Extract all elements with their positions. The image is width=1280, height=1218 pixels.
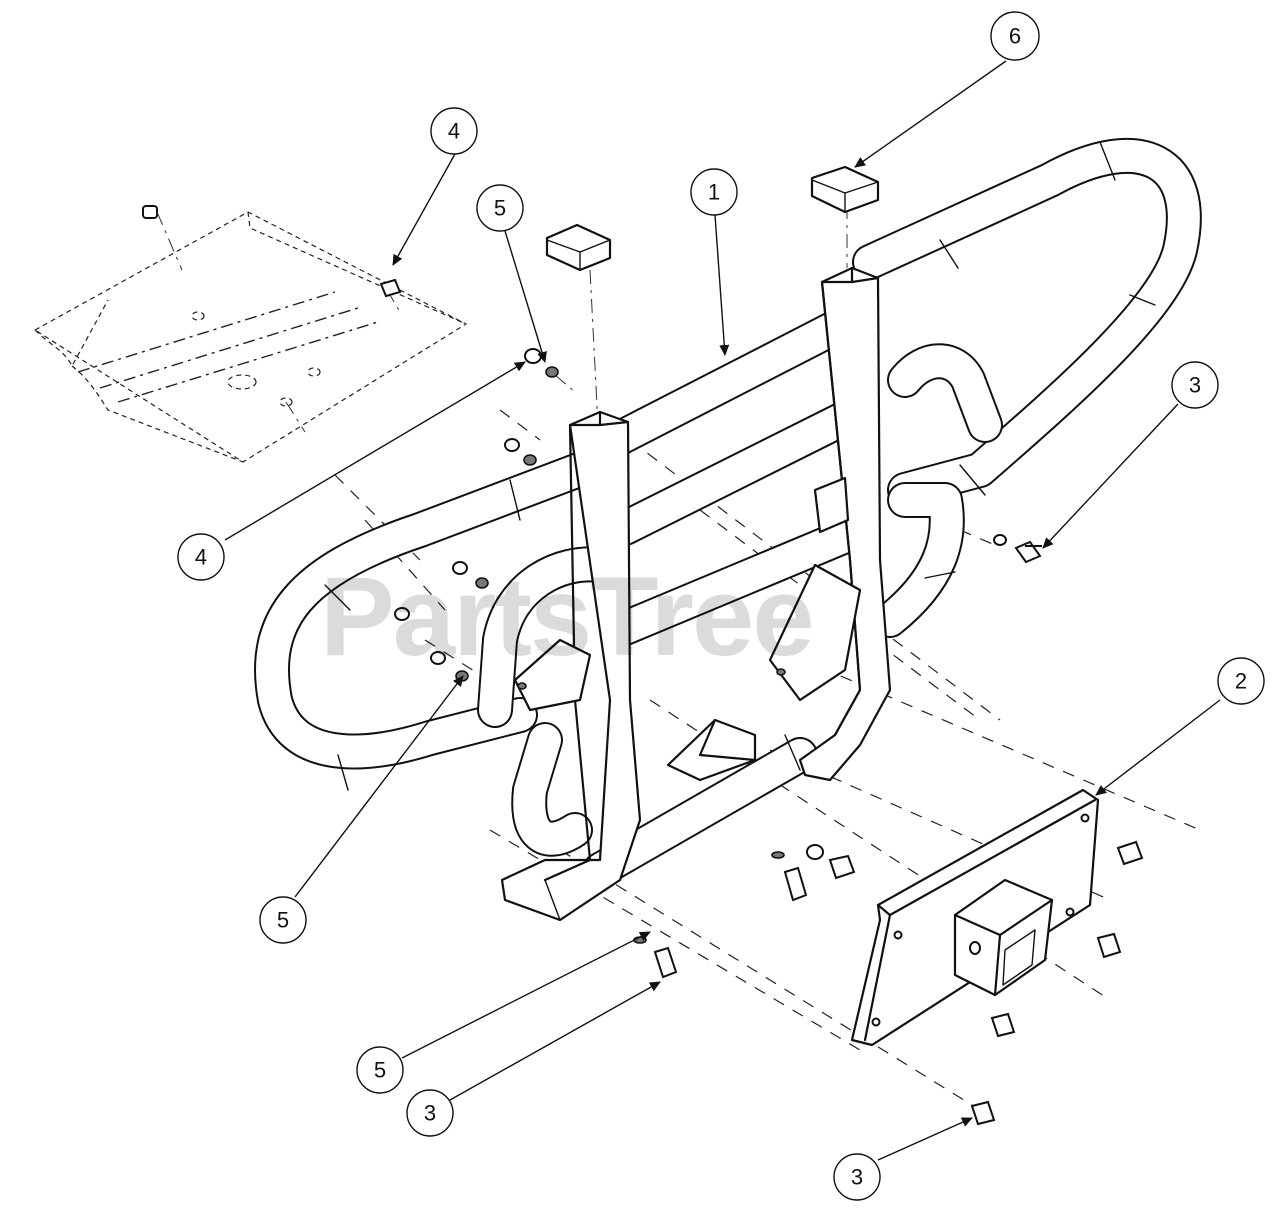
watermark: PartsTree	[320, 554, 813, 679]
callout-balloon: 6	[990, 11, 1040, 61]
callout-label: 1	[708, 180, 720, 205]
callout-balloon: 3	[1171, 361, 1219, 409]
callout-label: 5	[277, 908, 289, 933]
floor-panel-phantom	[33, 205, 468, 463]
callout-label: 4	[195, 545, 207, 570]
callout-balloon: 1	[690, 168, 738, 216]
callout-label: 3	[851, 1165, 863, 1190]
brush-guard-assembly	[254, 138, 1202, 922]
callout-balloons: 6 4 5 1 3 4 2 5	[177, 11, 1265, 1201]
callout-balloon: 4	[177, 533, 225, 581]
callout-balloon: 4	[430, 107, 478, 155]
callout-label: 5	[374, 1058, 386, 1083]
callout-balloon: 2	[1217, 657, 1265, 705]
fastener-hardware	[379, 278, 1144, 1126]
callout-label: 2	[1235, 669, 1247, 694]
callout-label: 3	[424, 1101, 436, 1126]
callout-label: 5	[494, 196, 506, 221]
callout-label: 3	[1189, 373, 1201, 398]
callout-label: 4	[448, 119, 460, 144]
callout-label: 6	[1009, 24, 1021, 49]
callout-balloon: 3	[833, 1153, 881, 1201]
hitch-plate	[850, 788, 1100, 1047]
callout-balloon: 5	[476, 184, 524, 232]
callout-balloon: 3	[406, 1089, 454, 1137]
callout-balloon: 5	[259, 896, 307, 944]
callout-balloon: 5	[356, 1046, 404, 1094]
callout-leaders	[224, 60, 1221, 1161]
